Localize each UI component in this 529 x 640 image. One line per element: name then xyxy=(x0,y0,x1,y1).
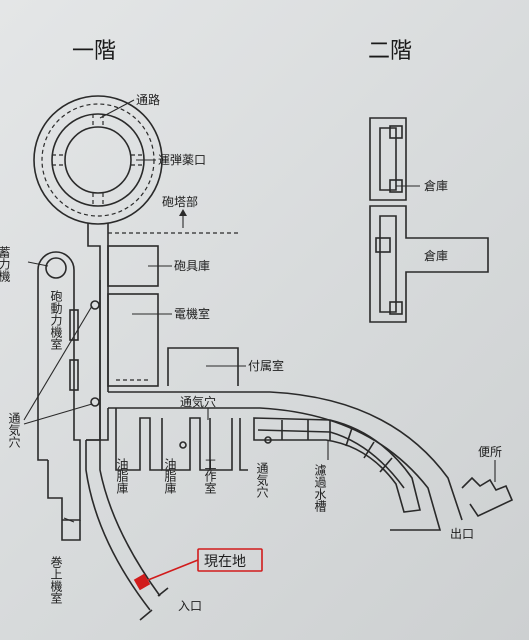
label-storage-2: 倉庫 xyxy=(424,248,448,263)
label-hoist-room: 巻上機室 xyxy=(49,556,63,604)
floor2-plan xyxy=(369,117,489,323)
label-workshop: 工作室 xyxy=(203,458,217,494)
label-filter-tank: 濾過水槽 xyxy=(313,463,327,513)
label-ammo-opening: 運弾薬口 xyxy=(158,153,206,167)
current-location-marker xyxy=(133,573,151,591)
label-gun-equipment: 砲具庫 xyxy=(174,259,210,273)
label-electric-room: 電機室 xyxy=(174,306,210,321)
label-oil-store-1: 油脂庫 xyxy=(115,458,129,495)
toilet-block xyxy=(461,460,514,518)
current-location-box xyxy=(197,548,263,572)
floor2-title: 二階 xyxy=(368,39,412,64)
label-accumulator: 蓄力機 xyxy=(0,246,11,282)
label-exit: 出口 xyxy=(450,527,474,541)
label-gun-power-room: 砲動力機室 xyxy=(49,290,63,350)
annex-room xyxy=(167,347,239,386)
label-turret: 砲塔部 xyxy=(162,194,198,209)
label-passage: 通路 xyxy=(136,92,160,107)
electric-room xyxy=(107,293,159,387)
label-annex: 付属室 xyxy=(248,358,284,373)
label-entrance: 入口 xyxy=(178,599,202,613)
label-toilet: 便所 xyxy=(478,445,502,459)
label-vent-left: 通気穴 xyxy=(7,412,21,448)
label-vent-top: 通気穴 xyxy=(180,394,216,409)
label-storage-1: 倉庫 xyxy=(424,178,448,193)
label-oil-store-2: 油脂庫 xyxy=(163,458,177,495)
hoist-room xyxy=(47,440,169,621)
label-current-location: 現在地 xyxy=(204,554,246,570)
filter-tank xyxy=(253,417,421,513)
accumulator-room xyxy=(37,251,81,521)
floor1-title: 一階 xyxy=(72,39,116,64)
curved-corridor xyxy=(86,391,463,531)
label-vent-mid: 通気穴 xyxy=(255,462,269,498)
